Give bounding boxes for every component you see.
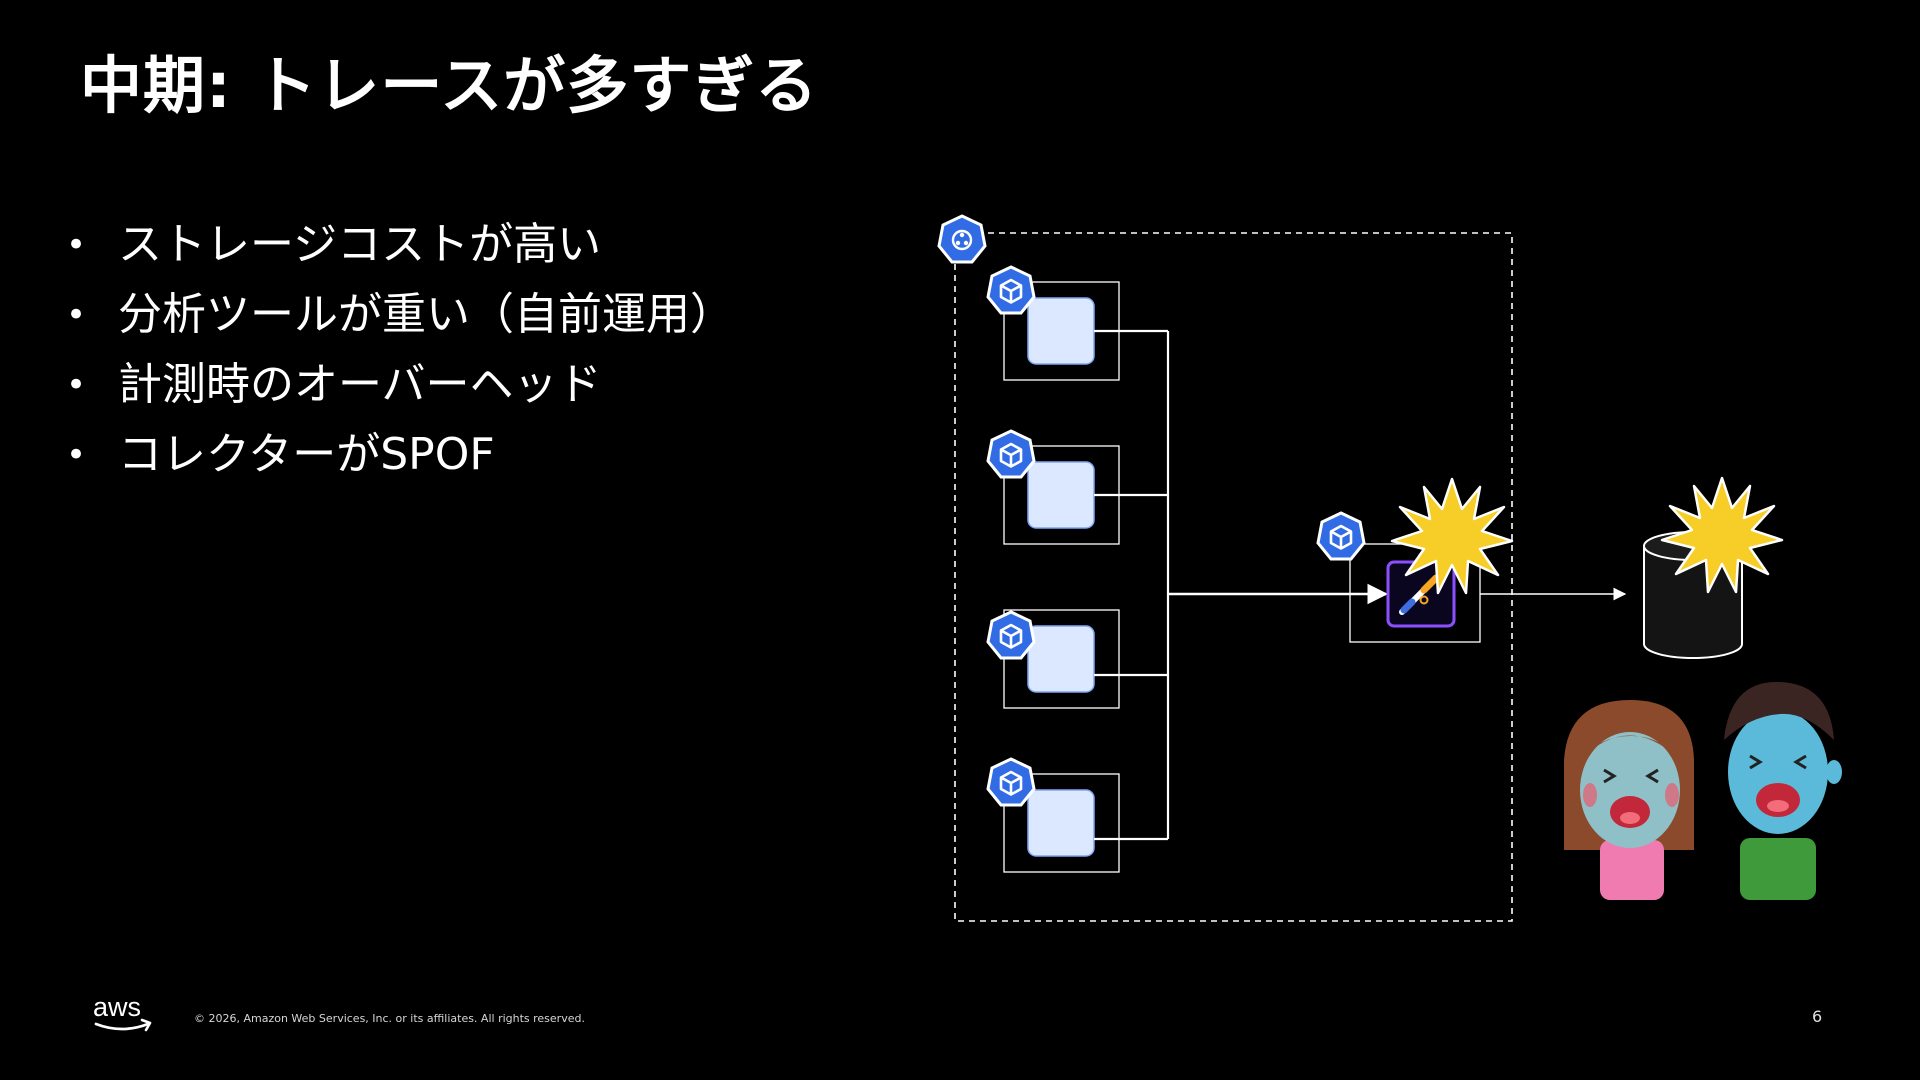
- pod-group: [986, 265, 1120, 873]
- kubernetes-pod-icon: [986, 610, 1036, 660]
- bullet-dot: •: [66, 225, 87, 265]
- crying-woman: [1564, 700, 1694, 900]
- page-number: 6: [1812, 1007, 1823, 1026]
- cluster-boundary: [954, 232, 1513, 922]
- telescope-icon: [1399, 574, 1440, 615]
- bullet-item: • ストレージコストが高い: [62, 210, 734, 280]
- bullet-text: 分析ツールが重い（自前運用）: [118, 289, 734, 340]
- kubernetes-pod-icon: [986, 757, 1036, 807]
- bullet-item: • 計測時のオーバーヘッド: [62, 350, 734, 420]
- crying-man: [1724, 681, 1842, 900]
- container-box: [1027, 461, 1095, 529]
- bullet-item: • コレクターがSPOF: [62, 420, 734, 490]
- bullet-text: ストレージコストが高い: [118, 219, 602, 270]
- slide-title: 中期: トレースが多すぎる: [80, 49, 819, 122]
- pod-2: [986, 429, 1120, 545]
- bullet-text: 計測時のオーバーヘッド: [118, 359, 602, 410]
- bullet-list: • ストレージコストが高い • 分析ツールが重い（自前運用） • 計測時のオーバーヘッ…: [62, 210, 734, 490]
- container-box: [1027, 789, 1095, 857]
- pod-1: [986, 265, 1120, 381]
- pod-connectors: [1094, 329, 1170, 841]
- container-box: [1027, 297, 1095, 365]
- copyright-text: © 2026, Amazon Web Services, Inc. or its…: [194, 1012, 585, 1025]
- bullet-dot: •: [66, 295, 87, 335]
- kubernetes-pod-icon: [1316, 511, 1366, 561]
- bullet-text: コレクターがSPOF: [118, 429, 495, 480]
- kubernetes-pod-icon: [986, 429, 1036, 479]
- crying-people-illustration: [1564, 681, 1842, 900]
- kubernetes-pod-icon: [986, 265, 1036, 315]
- pod-4: [986, 757, 1120, 873]
- kubernetes-cluster-icon: [937, 214, 987, 264]
- aws-logo-text: aws: [93, 992, 141, 1022]
- bullet-dot: •: [66, 435, 87, 475]
- aws-logo: aws: [93, 992, 152, 1032]
- pod-3: [986, 609, 1120, 709]
- bullet-item: • 分析ツールが重い（自前運用）: [62, 280, 734, 350]
- container-box: [1027, 625, 1095, 693]
- bullet-dot: •: [66, 365, 87, 405]
- pod-frame: [1003, 773, 1120, 873]
